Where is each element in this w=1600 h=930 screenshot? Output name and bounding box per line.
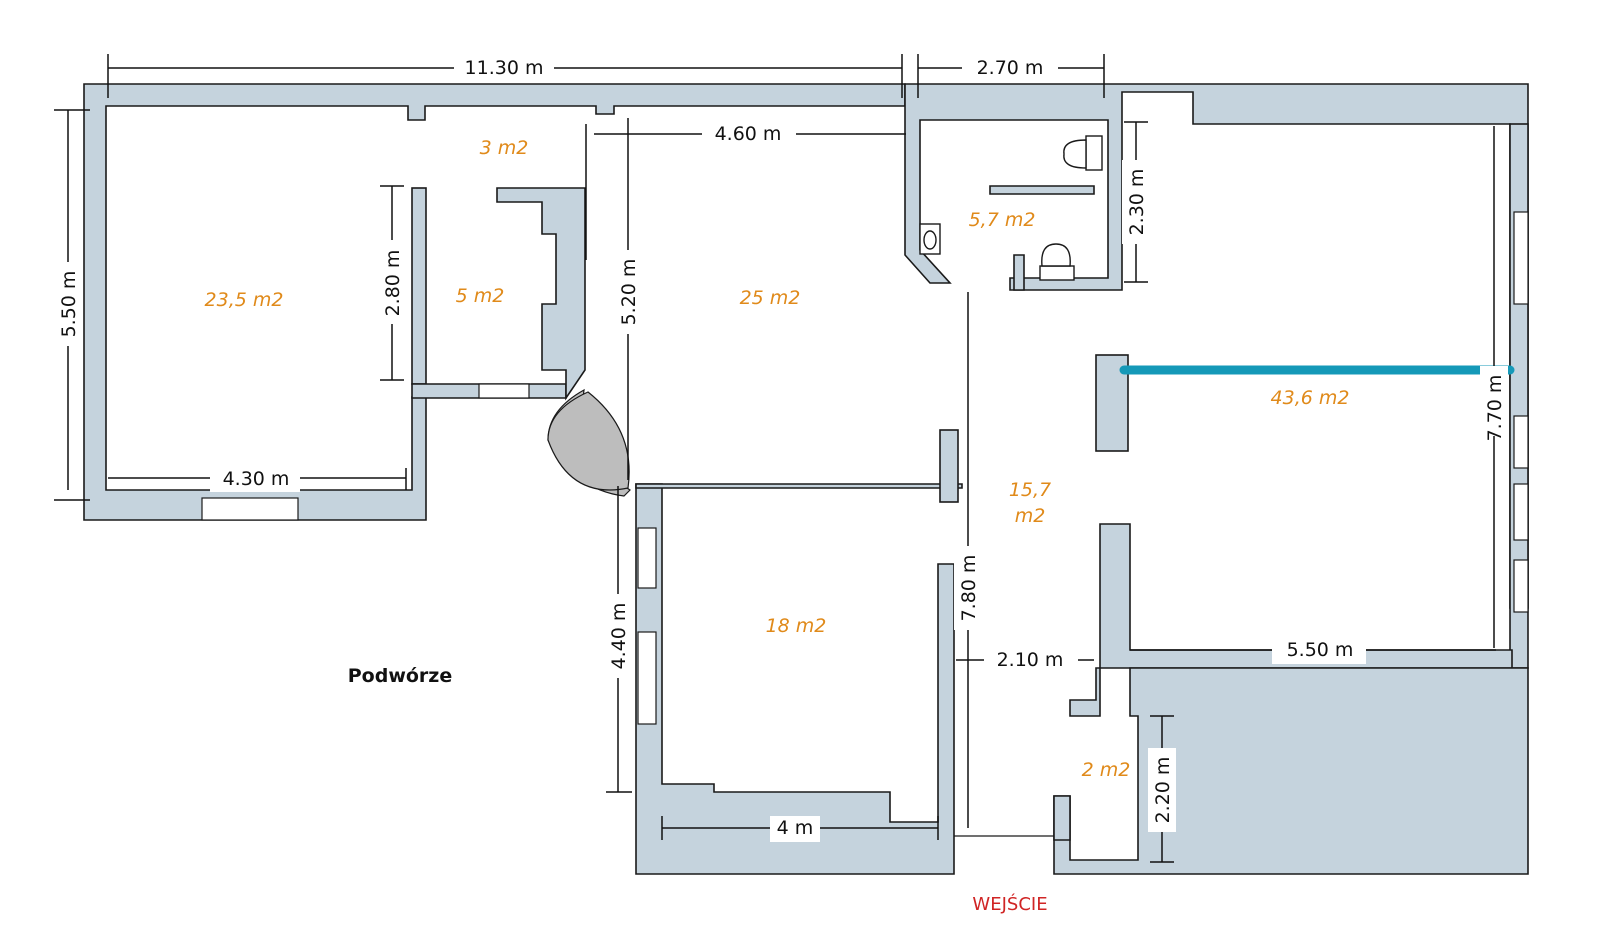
dim-lower-height: 4.40 m (608, 603, 630, 670)
area-room-lower: 18 m2 (766, 615, 827, 637)
wall-closet-right (496, 187, 586, 401)
area-corridor-line2: m2 (1015, 505, 1046, 527)
dim-right-width: 5.50 m (1287, 639, 1354, 661)
dim-inner-top: 4.60 m (715, 123, 782, 145)
window-closet (478, 383, 530, 399)
dim-left-height: 5.50 m (58, 271, 80, 338)
area-hall: 25 m2 (740, 287, 801, 309)
dim-top-total: 11.30 m (465, 57, 544, 79)
window-lower-1 (637, 527, 657, 589)
area-bathroom: 5,7 m2 (969, 209, 1036, 231)
dim-corridor-height: 7.80 m (958, 555, 980, 622)
window-east-3 (1513, 483, 1529, 541)
window-lower-2 (637, 631, 657, 725)
toilet-bottom-tank (1039, 265, 1075, 281)
area-room-left: 23,5 m2 (205, 289, 284, 311)
window-east-1 (1513, 211, 1529, 305)
dim-right-height: 7.70 m (1484, 375, 1506, 442)
dim-hall-height: 5.20 m (618, 259, 640, 326)
dim-lower-width: 4 m (777, 817, 814, 839)
toilet-top-bowl (1063, 139, 1087, 169)
window-east-2 (1513, 415, 1529, 469)
wall-bath-stub (1013, 254, 1025, 291)
dim-small-height: 2.20 m (1152, 757, 1174, 824)
wall-bath-partition (989, 185, 1095, 195)
sink-basin (923, 230, 937, 250)
dim-bath-height: 2.30 m (1126, 169, 1148, 236)
wall-stub-hall (939, 429, 959, 503)
entrance-label: WEJŚCIE (972, 893, 1047, 915)
area-closet-top: 3 m2 (480, 137, 529, 159)
toilet-bottom-bowl (1041, 243, 1071, 267)
dim-room1-height: 2.80 m (382, 250, 404, 317)
wall-divider-room1 (411, 187, 427, 385)
wall-bathroom (904, 83, 1529, 609)
dim-corridor-width: 2.10 m (997, 649, 1064, 671)
wall-lower-room (635, 483, 955, 875)
window-room1 (201, 497, 299, 521)
door-arc (547, 391, 630, 491)
dim-top-right: 2.70 m (977, 57, 1044, 79)
courtyard-label: Podwórze (348, 665, 453, 687)
dim-room1-width: 4.30 m (223, 468, 290, 490)
area-small-room: 2 m2 (1082, 759, 1131, 781)
toilet-top-tank (1085, 135, 1103, 171)
wall-hall-lower (635, 483, 963, 489)
area-big-room: 43,6 m2 (1271, 387, 1350, 409)
window-east-4 (1513, 559, 1529, 613)
area-closet: 5 m2 (456, 285, 505, 307)
wall-small-room (1053, 795, 1071, 841)
area-corridor-line1: 15,7 (1009, 479, 1051, 501)
